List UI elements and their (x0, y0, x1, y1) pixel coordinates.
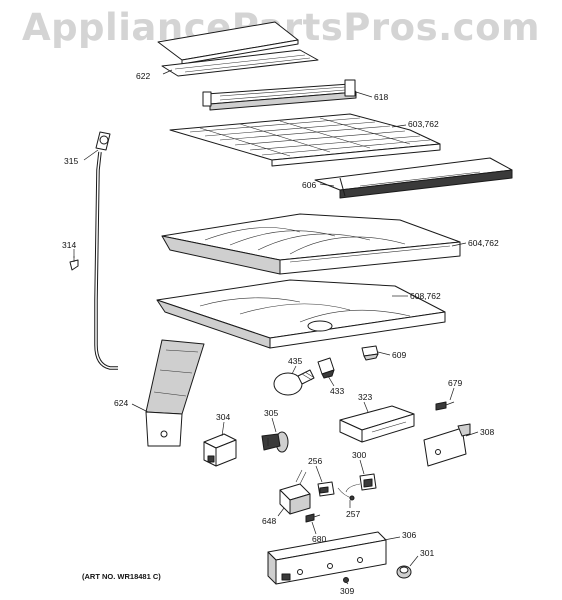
callout-308: 308 (480, 427, 494, 437)
part-622-divider (157, 21, 319, 77)
part-624-light-shield (145, 339, 205, 447)
callout-608: 608,762 (410, 291, 441, 301)
callout-679: 679 (448, 378, 462, 388)
callout-435: 435 (288, 356, 302, 366)
part-609-knob (361, 345, 379, 361)
part-304-thermostat (203, 433, 237, 467)
callout-323: 323 (358, 392, 372, 402)
part-606-crisper-cover (314, 157, 513, 199)
callout-648: 648 (262, 516, 276, 526)
part-314-clip (69, 256, 79, 271)
callout-305: 305 (264, 408, 278, 418)
callout-622: 622 (136, 71, 150, 81)
part-608-crisper-pan (156, 279, 446, 349)
part-323-control-housing (339, 405, 415, 443)
part-435-bulb (273, 369, 315, 396)
part-648-relay (279, 469, 311, 515)
callout-309: 309 (340, 586, 354, 596)
callout-300: 300 (352, 450, 366, 460)
callout-301: 301 (420, 548, 434, 558)
part-680-screw (305, 513, 321, 523)
part-618-rail (202, 79, 357, 111)
callout-603: 603,762 (408, 119, 439, 129)
callout-256: 256 (308, 456, 322, 466)
part-256-switch (317, 481, 335, 497)
callout-433: 433 (330, 386, 344, 396)
part-301-knob (396, 565, 412, 579)
callout-618: 618 (374, 92, 388, 102)
part-679-screw (435, 401, 455, 411)
part-300-switch (345, 473, 377, 493)
callout-306: 306 (402, 530, 416, 540)
leader-lines (73, 69, 479, 585)
part-433-socket (317, 357, 335, 379)
callout-labels: 622 618 603,762 606 604,762 608,762 315 … (62, 71, 499, 596)
part-315-tube (94, 131, 118, 370)
part-305-control-knob (261, 431, 289, 453)
callout-609: 609 (392, 350, 406, 360)
callout-257: 257 (346, 509, 360, 519)
callout-604: 604,762 (468, 238, 499, 248)
callout-680: 680 (312, 534, 326, 544)
part-308-bracket (423, 423, 471, 467)
part-603-shelf (169, 113, 441, 167)
part-309-screw (343, 577, 349, 583)
part-257-wire (337, 487, 355, 501)
callout-624: 624 (114, 398, 128, 408)
part-306-housing (267, 531, 387, 585)
part-604-crisper-pan (161, 213, 461, 275)
callout-606: 606 (302, 180, 316, 190)
callout-304: 304 (216, 412, 230, 422)
callout-314: 314 (62, 240, 76, 250)
art-number: (ART NO. WR18481 C) (82, 572, 161, 581)
callout-315: 315 (64, 156, 78, 166)
